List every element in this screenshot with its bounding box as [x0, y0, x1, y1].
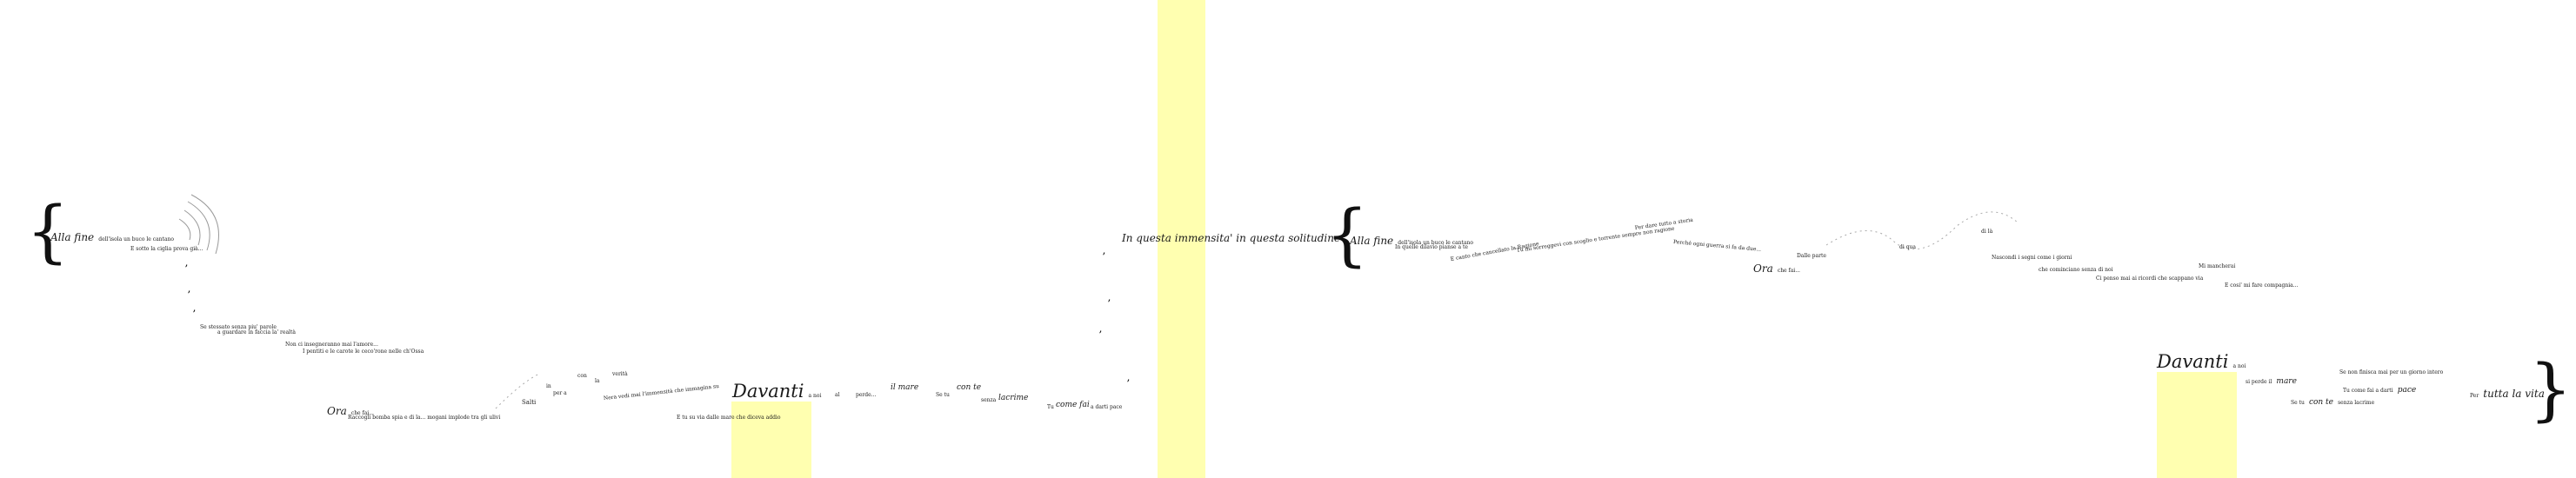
left-mare: il mare: [891, 383, 919, 392]
left-lacrime: lacrime: [998, 394, 1029, 402]
word-salti: Salti: [522, 399, 537, 406]
comma-mark-5: ,: [1108, 295, 1111, 303]
left-line1-rest: dell'isola un buco le cantano: [98, 236, 175, 242]
comma-mark-2: ,: [188, 286, 191, 295]
right-tu-come: Tu come fai a darti: [2343, 388, 2393, 394]
right-che-cominciano: che cominciano senza di noi: [2039, 267, 2113, 273]
dotted-curve-right: [1825, 211, 2019, 250]
right-line1-rest: dell'isola un buco le cantano: [1398, 240, 1474, 246]
left-a-darti-pace: a darti pace: [1091, 404, 1123, 410]
left-con-te: con te: [957, 383, 982, 392]
word-al: al: [835, 392, 840, 398]
right-tu-come-line: Tu come fai a darti pace: [2343, 381, 2416, 395]
right-con-te: con te: [2308, 398, 2333, 407]
right-mare: mare: [2276, 377, 2297, 386]
word-la: la: [595, 378, 600, 384]
right-e-cosi: E cosi' mi fare compagnia...: [2225, 282, 2299, 289]
left-davanti-small: a noi: [808, 393, 822, 399]
word-per-a: per a: [553, 390, 567, 396]
right-ci-penso: Ci penso mai ai ricordi che scappano via: [2096, 276, 2204, 282]
right-di-la: di là: [1981, 229, 1993, 235]
highlight-bar-davanti-left: [731, 402, 811, 478]
right-si-perde: si perde il: [2246, 379, 2272, 385]
left-ora-rest: che fai...: [350, 410, 374, 416]
right-se-non: Se non finisca mai per un giorno intero: [2339, 369, 2444, 375]
word-verita: verità: [612, 371, 628, 377]
left-para1: Se stessato senza piu' parole: [200, 324, 277, 330]
left-ora-line2: Raccogli bomba spia e di la... mogani im…: [348, 415, 501, 421]
ripple-arc-2: [184, 209, 201, 246]
left-para2-text: a guardare in faccia la' realtà: [217, 329, 296, 335]
comma-mark-1: ,: [185, 260, 189, 269]
immensita-2: immensita': [1174, 232, 1233, 244]
left-senza: senza: [981, 397, 997, 403]
immensita-1: In questa: [1122, 232, 1171, 244]
left-line2: E sotto la ciglia prova già...: [130, 246, 204, 252]
right-con-te-line: Se tu con te senza lacrime: [2291, 393, 2374, 407]
highlight-bar-davanti-right: [2157, 372, 2237, 478]
closing-brace-right: }: [2529, 351, 2573, 429]
dotted-curve-left: [495, 373, 540, 409]
right-ora-rest: che fai...: [1777, 268, 1800, 274]
right-davanti-small: a noi: [2232, 363, 2246, 369]
left-davanti-title: Davanti: [732, 381, 804, 402]
right-line1: Alla fine dell'isola un buco le cantano: [1350, 233, 1473, 247]
right-ora-title: Ora: [1753, 262, 1773, 275]
left-para2: a guardare in faccia la' realtà: [217, 330, 296, 335]
comma-mark-4: ,: [1103, 248, 1106, 256]
ripple-arc-4: [190, 194, 219, 255]
right-dalle-parte: Dalle parte: [1797, 253, 1826, 259]
right-per-line: Per tutta la vita: [2470, 386, 2545, 400]
word-con: con: [577, 373, 587, 379]
right-ora-line: Ora che fai...: [1753, 261, 1800, 275]
right-di-qua: di qua: [1899, 244, 1916, 250]
opening-brace-right: {: [1325, 196, 1369, 275]
left-tu: Tu: [1047, 404, 1054, 410]
highlight-bar-center: [1158, 0, 1205, 478]
right-mi-mancherai: Mi mancherai: [2199, 263, 2236, 269]
left-davanti-line: Davanti a noi: [732, 382, 821, 401]
right-se-tu: Se tu: [2291, 400, 2305, 406]
right-tutta-la-vita: tutta la vita: [2483, 388, 2545, 400]
left-line1: Alla fine dell'isola un buco le cantano: [50, 229, 174, 243]
right-davanti-title: Davanti: [2157, 351, 2229, 372]
ripple-arc-1: [178, 218, 191, 241]
left-line1-title: Alla fine: [50, 231, 95, 243]
right-pace: pace: [2397, 386, 2417, 395]
comma-mark-7: ,: [1127, 375, 1131, 383]
right-line1-title: Alla fine: [1350, 235, 1394, 247]
left-ora-title: Ora: [327, 405, 347, 417]
right-davanti-line: Davanti a noi: [2157, 353, 2246, 371]
left-ora-line: Ora che fai...: [327, 403, 374, 417]
left-come-fai: come fai: [1056, 401, 1090, 409]
ripple-arc-3: [187, 201, 210, 251]
word-perde: perde...: [856, 392, 877, 398]
immensita-line: In questa immensita' in questa solitudin…: [1122, 233, 1340, 243]
comma-mark-6: ,: [1099, 326, 1103, 335]
left-para4: I pentiti e le carote le ceco'rone nelle…: [303, 349, 424, 355]
comma-mark-3: ,: [193, 305, 197, 314]
word-in: in: [546, 383, 551, 389]
left-para3: Non ci insegneranno mai l'amore...: [285, 342, 378, 348]
left-davanti-line2: E tu su via dalle mare che diceva addio: [677, 415, 781, 421]
right-senza-lacrime: senza lacrime: [2338, 400, 2375, 406]
left-se-tu: Se tu: [936, 392, 950, 398]
right-nascondi: Nascondi i segni come i giorni: [1992, 255, 2072, 261]
right-si-perde-line: si perde il mare: [2246, 372, 2297, 386]
right-per: Per: [2470, 393, 2479, 399]
opening-brace-left: {: [26, 193, 70, 271]
right-line2: In quelle dilavio pianse a te: [1395, 244, 1468, 250]
immensita-3: in questa solitudine: [1236, 232, 1341, 244]
